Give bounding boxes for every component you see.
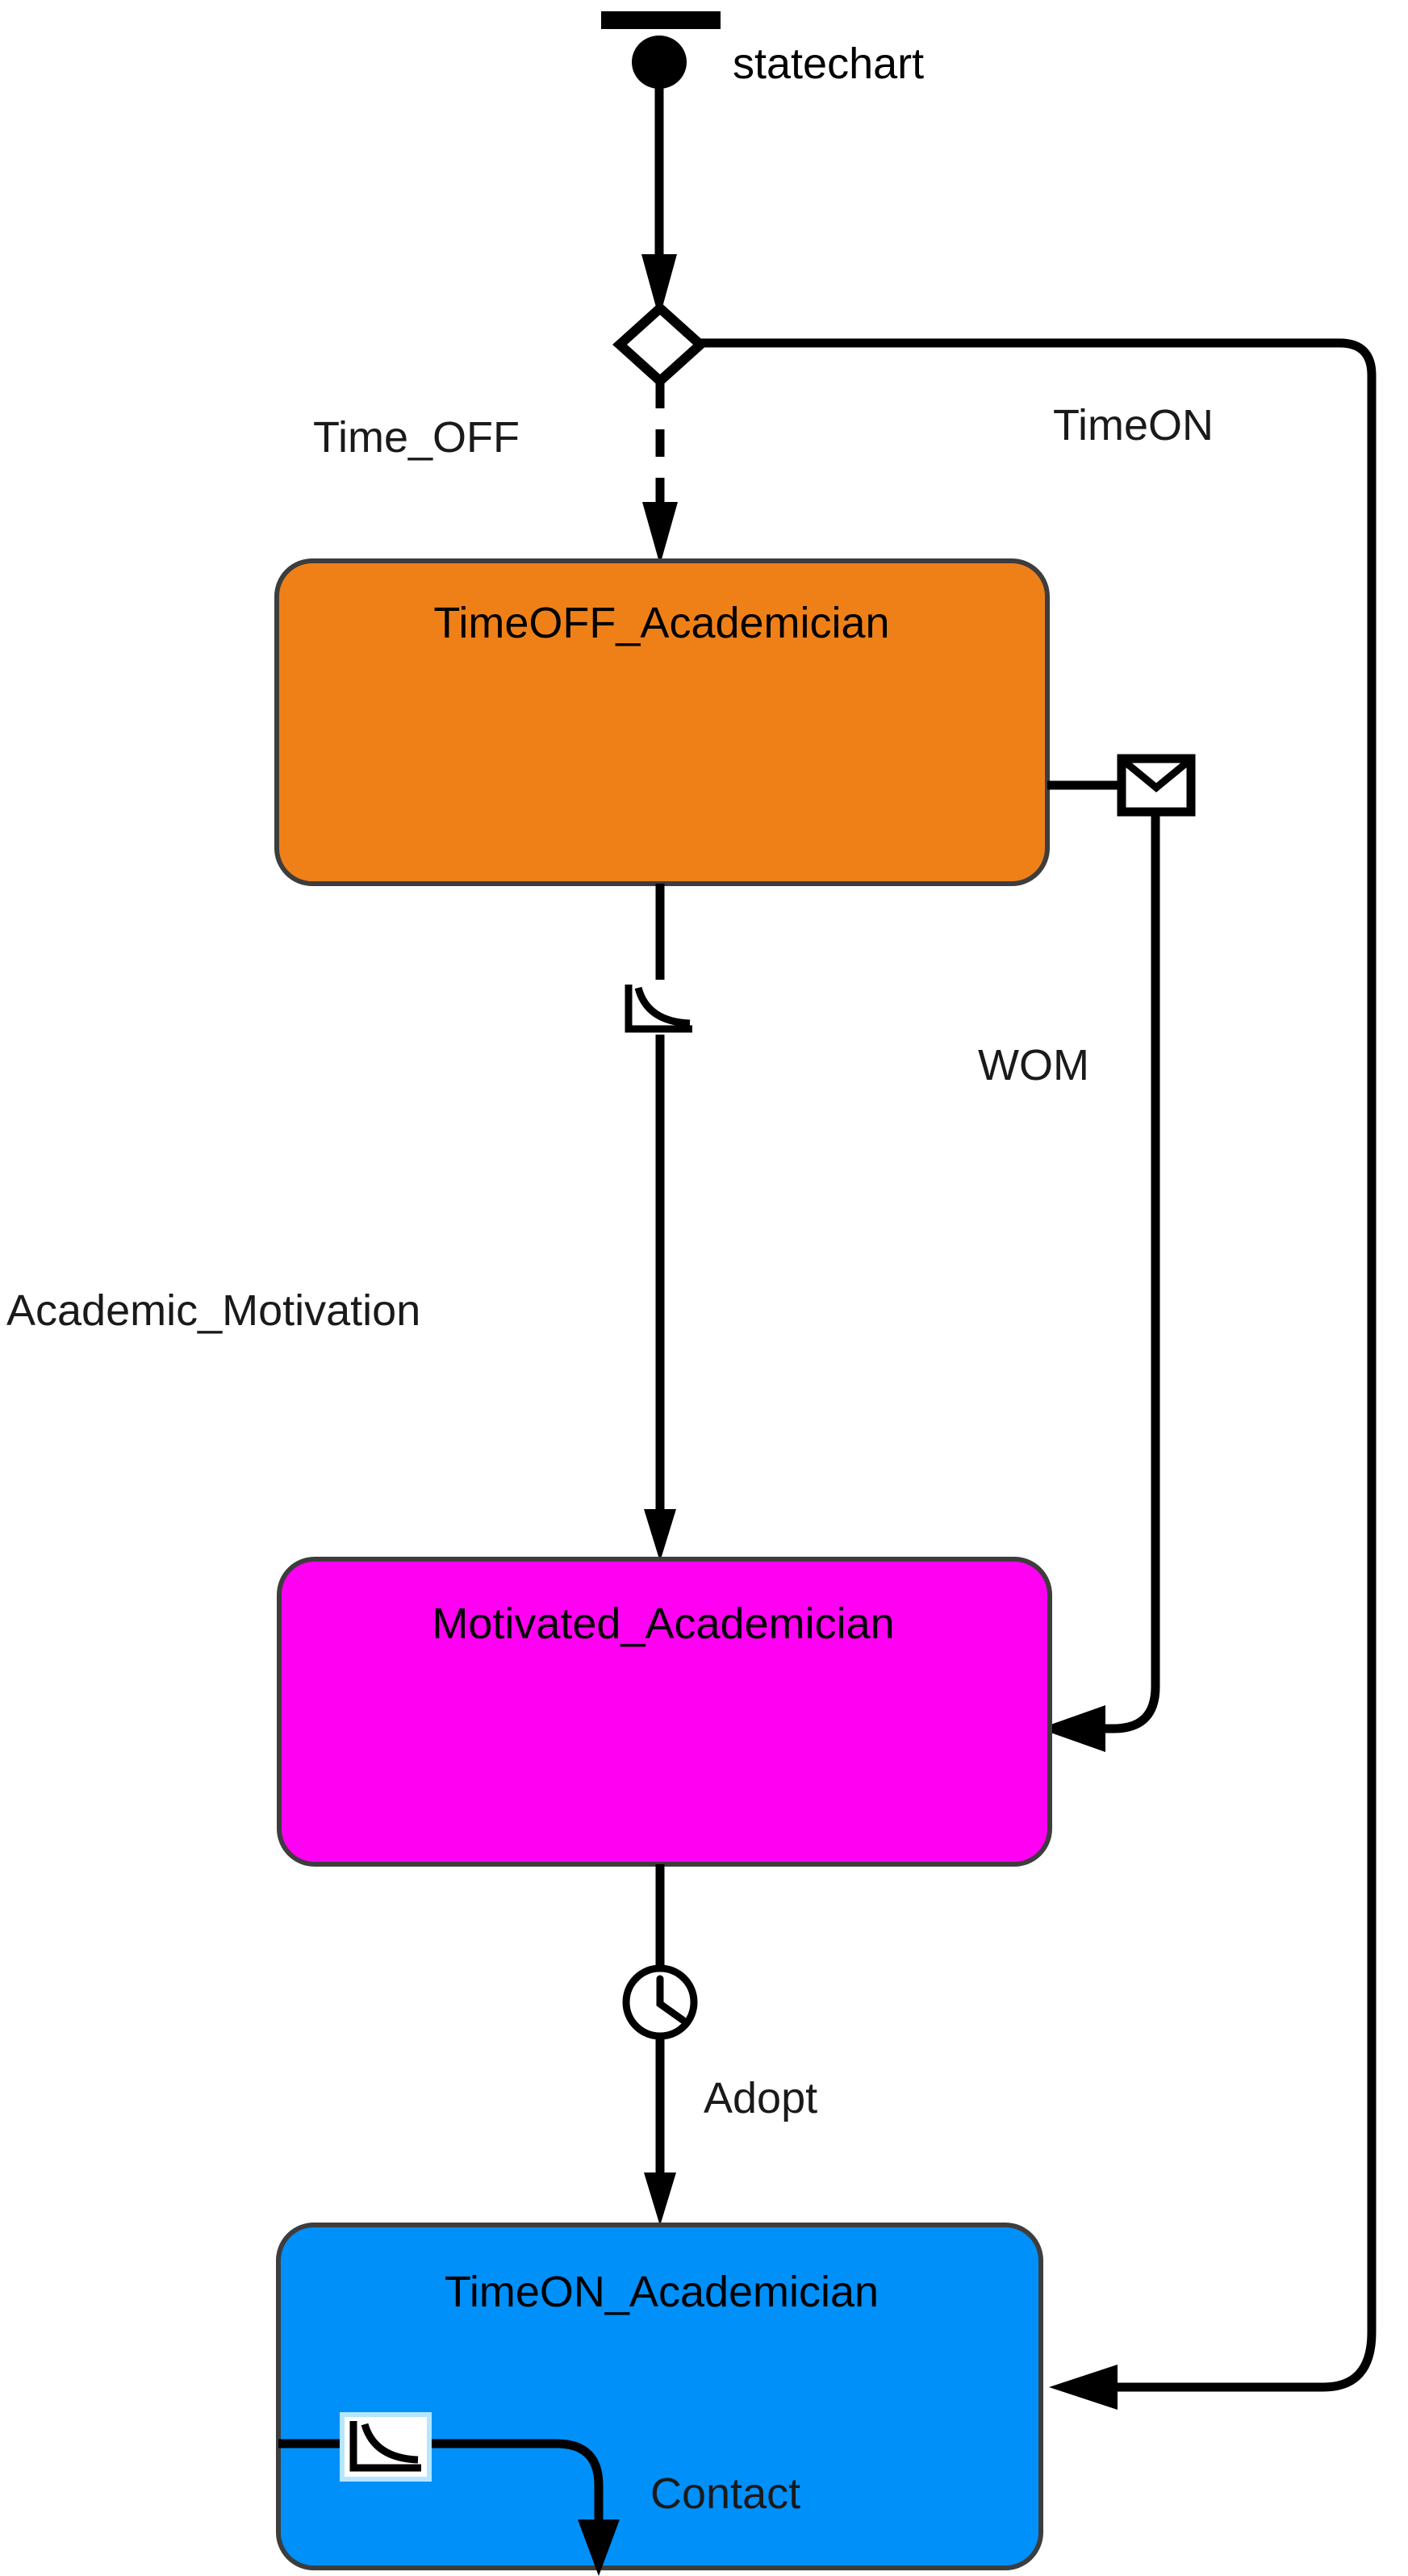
edge-label-academic-motivation: Academic_Motivation <box>6 1286 420 1335</box>
state-label-timeoff: TimeOFF_Academician <box>433 599 889 647</box>
entry-point-label: statechart <box>733 40 924 88</box>
edge-wom: WOM <box>978 754 1196 1752</box>
arrowhead-icon <box>644 2172 676 2226</box>
diamond-branch-icon <box>612 301 708 388</box>
exponential-rate-icon[interactable] <box>340 2412 432 2482</box>
state-label-motivated: Motivated_Academician <box>432 1600 894 1648</box>
entry-point[interactable]: statechart <box>601 11 924 89</box>
arrowhead-icon <box>578 2520 620 2576</box>
edge-branch-to-timeon: TimeON <box>700 338 1377 2410</box>
arrowhead-icon <box>1039 1705 1105 1752</box>
filled-circle-with-bar-icon <box>632 36 687 89</box>
edge-label-timeon: TimeON <box>1053 401 1214 450</box>
edge-entry-to-branch <box>641 87 677 319</box>
state-motivated-academician[interactable]: Motivated_Academician <box>277 1557 1052 1867</box>
arrowhead-icon <box>641 254 677 319</box>
edge-contact-internal: Contact <box>278 2412 800 2576</box>
message-envelope-icon[interactable] <box>1117 754 1196 817</box>
arrowhead-icon <box>644 1509 676 1562</box>
state-box <box>276 2223 1043 2570</box>
edge-branch-to-timeoff: Time_OFF <box>313 381 678 565</box>
state-timeon-academician[interactable]: TimeON_Academician Contact <box>276 2223 1043 2576</box>
edge-label-time-off: Time_OFF <box>313 413 520 462</box>
exponential-rate-icon[interactable] <box>621 980 696 1035</box>
edge-label-adopt: Adopt <box>704 2074 817 2122</box>
edge-label-contact: Contact <box>650 2469 800 2518</box>
state-timeoff-academician[interactable]: TimeOFF_Academician <box>274 558 1050 886</box>
edge-label-wom: WOM <box>978 1041 1089 1089</box>
entry-bar-icon <box>601 11 721 29</box>
timeout-clock-icon[interactable] <box>622 1964 698 2040</box>
branch-node[interactable] <box>612 301 708 388</box>
arrowhead-icon <box>642 502 678 565</box>
state-label-timeon: TimeON_Academician <box>445 2268 879 2316</box>
arrowhead-icon <box>1049 2365 1118 2410</box>
edge-adopt: Adopt <box>622 1864 817 2226</box>
edge-academic-motivation: Academic_Motivation <box>6 884 696 1562</box>
